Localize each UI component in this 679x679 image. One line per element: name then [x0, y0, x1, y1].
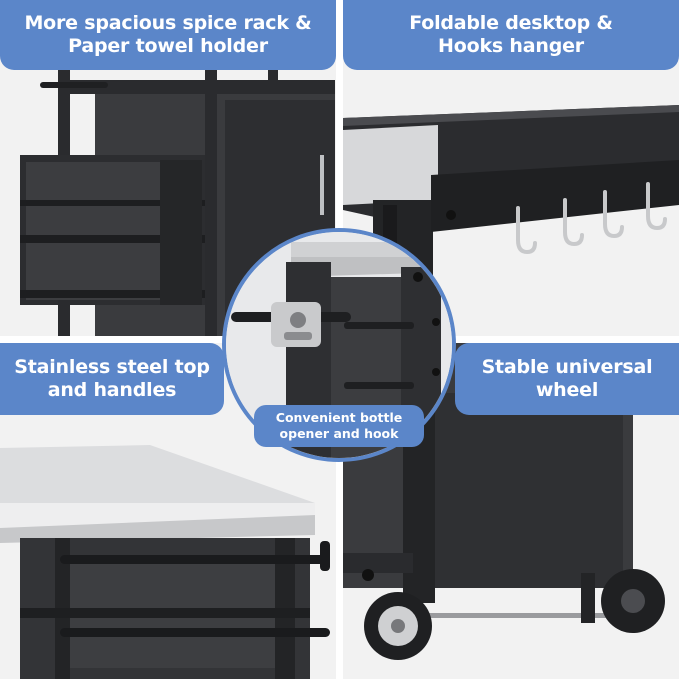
feature-label-foldable-desktop: Foldable desktop & Hooks hanger — [343, 0, 679, 70]
door-handle-icon — [320, 155, 324, 215]
feature-label-line: Stainless steel top — [14, 356, 210, 378]
feature-label-line: wheel — [535, 379, 599, 401]
feature-label-line: Foldable desktop & — [409, 12, 613, 34]
feature-label-line: Convenient bottle — [275, 410, 403, 425]
feature-label-spice-rack: More spacious spice rack & Paper towel h… — [0, 0, 336, 70]
hook-icon — [516, 182, 667, 255]
spice-rack-icon — [20, 155, 205, 305]
bottle-opener-icon — [271, 302, 321, 347]
feature-label-universal-wheel: Stable universal wheel — [455, 343, 679, 415]
wheel-icon — [364, 569, 665, 660]
feature-label-line: opener and hook — [279, 426, 399, 441]
handle-icon — [60, 541, 330, 637]
feature-label-stainless-top: Stainless steel top and handles — [0, 343, 224, 415]
feature-label-line: Hooks hanger — [438, 35, 584, 57]
feature-label-line: More spacious spice rack & — [24, 12, 312, 34]
feature-label-line: and handles — [47, 379, 177, 401]
feature-label-line: Stable universal — [481, 356, 653, 378]
feature-label-line: Paper towel holder — [68, 35, 268, 57]
feature-label-bottle-opener: Convenient bottle opener and hook — [254, 405, 424, 447]
towel-bar-icon — [40, 82, 108, 88]
